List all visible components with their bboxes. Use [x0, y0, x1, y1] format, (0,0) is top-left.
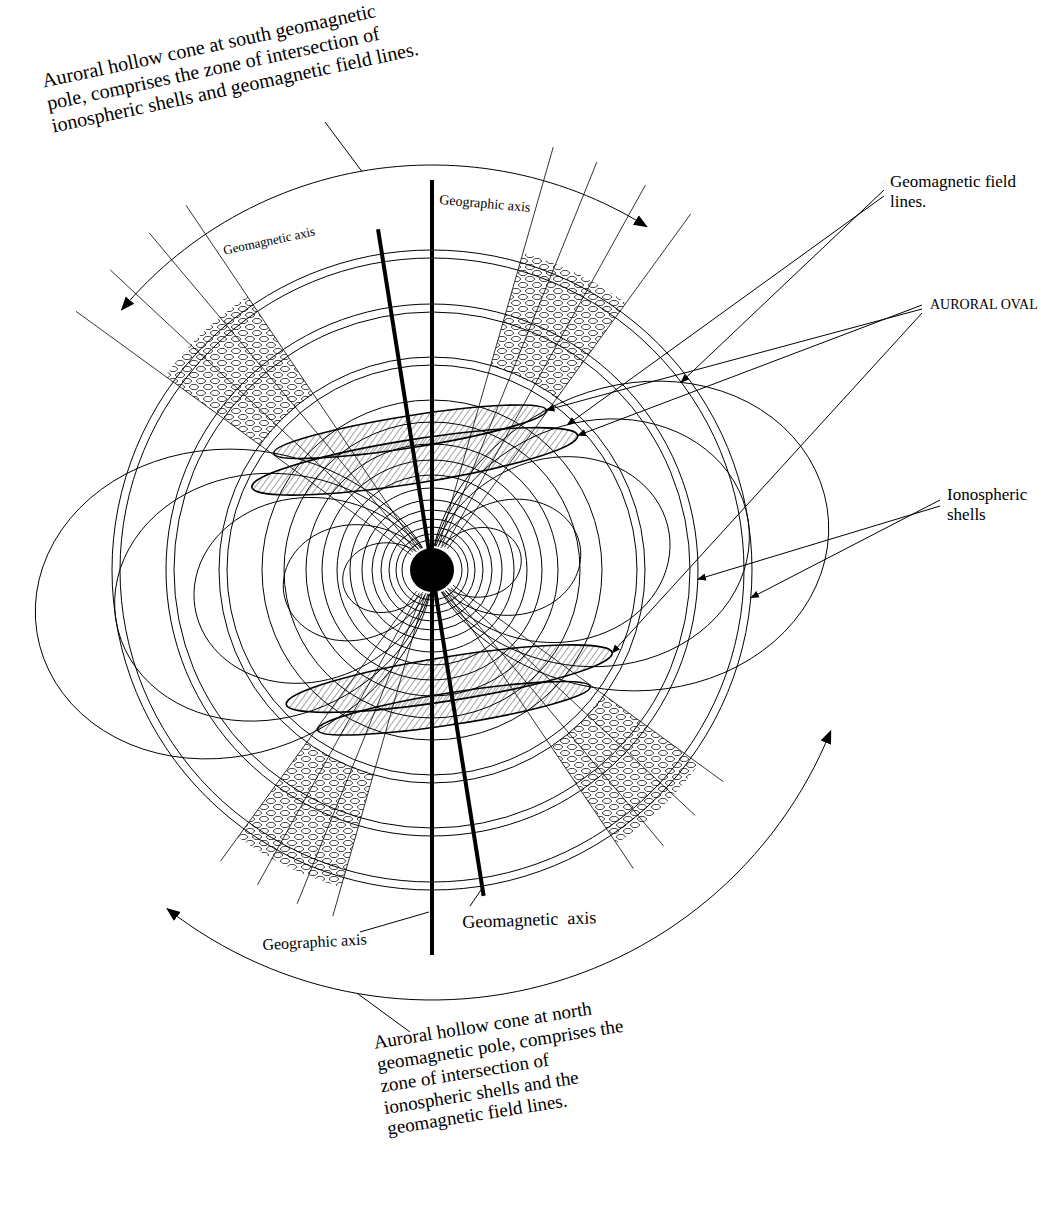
label-text: Geographic axis — [262, 928, 413, 954]
leader-line — [546, 309, 922, 410]
field-line — [436, 457, 670, 643]
cone-zone — [551, 695, 699, 844]
leader-line — [698, 506, 940, 579]
label-text: Auroral hollow cone at north geomagnetic… — [372, 992, 641, 1140]
leader-line — [470, 888, 482, 906]
label-text: Geomagnetic axis — [222, 213, 372, 259]
label-text: Geomagnetic axis — [462, 905, 663, 933]
radial-line — [110, 270, 413, 552]
label-text: Geographic axis — [439, 192, 600, 222]
label-text: AURORAL OVAL — [930, 297, 1055, 313]
leader-line — [568, 196, 884, 425]
axis-line — [378, 180, 484, 955]
radial-line — [442, 162, 597, 546]
leader-line — [325, 122, 362, 171]
bracket-arc — [167, 731, 830, 1000]
leader-line — [681, 190, 884, 382]
cone-zone — [238, 742, 374, 888]
leader-line — [122, 122, 940, 1032]
cone-zone — [165, 296, 313, 445]
field-line — [441, 527, 521, 597]
label-text: Auroral hollow cone at south geomagnetic… — [40, 0, 426, 137]
radial-line — [149, 233, 415, 550]
field-line — [283, 525, 426, 641]
earth-disk — [410, 548, 454, 592]
radial-line — [445, 185, 646, 547]
field-line — [438, 499, 581, 615]
cone-boundary — [76, 147, 723, 916]
label-text: Ionospheric shells — [947, 485, 1047, 524]
cone-zone — [490, 253, 626, 399]
leader-line — [612, 313, 922, 653]
radial-line — [297, 594, 422, 904]
leader-line — [360, 912, 429, 932]
field-line — [194, 497, 428, 683]
label-text: Geomagnetic field lines. — [890, 172, 1030, 211]
radial-line — [257, 593, 419, 885]
bracket-arc — [122, 165, 647, 310]
field-line — [343, 543, 423, 613]
geomagnetic-axis — [378, 229, 484, 896]
